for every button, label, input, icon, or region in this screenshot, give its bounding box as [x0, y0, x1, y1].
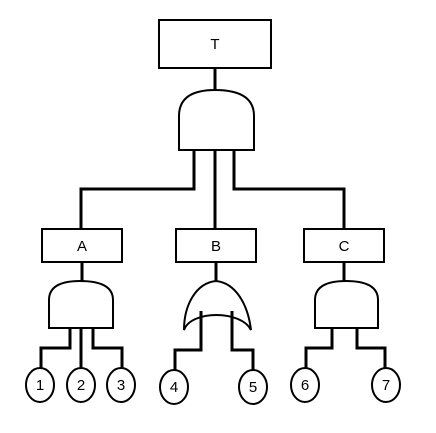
basic-event-label: 7 [382, 377, 390, 394]
and-gate-c [314, 279, 379, 329]
basic-event-label: 3 [117, 377, 125, 394]
basic-event-2: 2 [66, 367, 96, 403]
connector-line [39, 328, 72, 372]
top-and-gate [178, 88, 255, 151]
event-c-label: C [339, 238, 350, 255]
basic-event-label: 1 [36, 377, 44, 394]
event-b-label: B [211, 238, 221, 255]
event-a-box [41, 228, 123, 263]
connector-line [91, 328, 124, 372]
basic-event-circle [66, 367, 96, 403]
basic-event-label: 6 [301, 377, 309, 394]
basic-event-circle [371, 367, 401, 403]
basic-event-circle [159, 369, 189, 405]
top-event: T [158, 19, 272, 69]
basic-event-circle [290, 367, 320, 403]
basic-event-7: 7 [371, 367, 401, 403]
basic-event-circle [25, 367, 55, 403]
event-b: B [175, 228, 257, 263]
basic-event-label: 2 [77, 377, 85, 394]
top-event-box [158, 19, 272, 69]
connector-line [304, 328, 334, 372]
basic-event-circle [238, 369, 268, 405]
basic-event-5: 5 [238, 369, 268, 405]
connector-line [355, 328, 387, 372]
connector-line [173, 311, 203, 372]
basic-event-circle [106, 367, 136, 403]
connector-line [230, 311, 255, 372]
basic-event-4: 4 [159, 369, 189, 405]
basic-event-3: 3 [106, 367, 136, 403]
event-c: C [303, 228, 385, 263]
or-gate-b [183, 279, 252, 331]
event-a: A [41, 228, 123, 263]
connector-line [79, 150, 196, 229]
basic-event-1: 1 [25, 367, 55, 403]
and-gate-a [48, 279, 114, 329]
basic-event-label: 5 [249, 379, 257, 396]
top-event-label: T [210, 36, 219, 53]
basic-event-label: 4 [170, 379, 178, 396]
connector-line [232, 150, 346, 229]
basic-event-6: 6 [290, 367, 320, 403]
event-a-label: A [77, 238, 87, 255]
event-b-box [175, 228, 257, 263]
